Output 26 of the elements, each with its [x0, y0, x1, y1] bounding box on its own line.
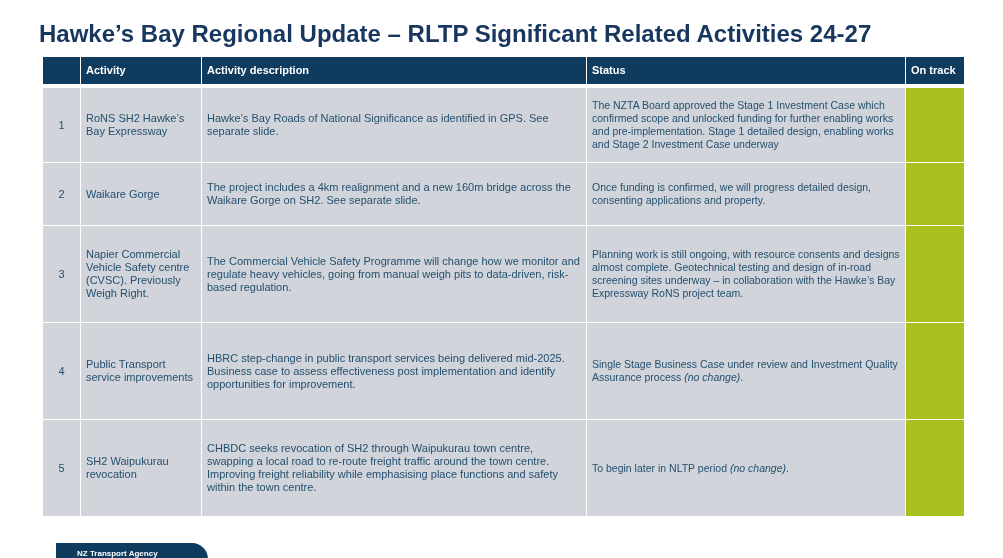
row-number: 1 [43, 88, 80, 162]
status-text: Once funding is confirmed, we will progress detailed design, consenting applications and property. [587, 163, 905, 225]
footer-tab: NZ Transport Agency [56, 543, 208, 558]
row-number: 2 [43, 163, 80, 225]
column-header: On track [906, 57, 964, 84]
activity-description: The project includes a 4km realignment and a new 160m bridge across the Waikare Gorge on SH2. See separate slide. [202, 163, 586, 225]
activity-name: Waikare Gorge [81, 163, 201, 225]
activity-name: Public Transport service improvements [81, 323, 201, 419]
activity-name: Napier Commercial Vehicle Safety centre (CVSC). Previously Weigh Right. [81, 226, 201, 322]
column-header: Activity [81, 57, 201, 84]
column-header: Activity description [202, 57, 586, 84]
status-text: Planning work is still ongoing, with resource consents and designs almost complete. Geotechnical testing and design of in-road screening sites underway – in collaboration with the Hawke’s Bay Expressway RoNS project team. [587, 226, 905, 322]
slide-title: Hawke’s Bay Regional Update – RLTP Significant Related Activities 24-27 [39, 19, 872, 49]
status-text: Single Stage Business Case under review and Investment Quality Assurance process (no change). [587, 323, 905, 419]
activity-name: SH2 Waipukurau revocation [81, 420, 201, 516]
row-number: 5 [43, 420, 80, 516]
column-header: Status [587, 57, 905, 84]
status-text: To begin later in NLTP period (no change). [587, 420, 905, 516]
activity-description: Hawke’s Bay Roads of National Significance as identified in GPS. See separate slide. [202, 88, 586, 162]
activity-description: CHBDC seeks revocation of SH2 through Waipukurau town centre, swapping a local road to re-route freight traffic around the town centre. Improving freight reliability while emphasising place functions and safety within the town centre. [202, 420, 586, 516]
row-number: 3 [43, 226, 80, 322]
activity-name: RoNS SH2 Hawke’s Bay Expressway [81, 88, 201, 162]
status-text: The NZTA Board approved the Stage 1 Investment Case which confirmed scope and unlocked funding for further enabling works and pre-implementation. Stage 1 detailed design, enabling works and Stage 2 Investment Case underway [587, 88, 905, 162]
row-number: 4 [43, 323, 80, 419]
activity-description: The Commercial Vehicle Safety Programme will change how we monitor and regulate heavy vehicles, going from manual weigh pits to data-driven, risk-based regulation. [202, 226, 586, 322]
activity-description: HBRC step-change in public transport services being delivered mid-2025. Business case to assess effectiveness post implementation and identify opportunities for improvement. [202, 323, 586, 419]
